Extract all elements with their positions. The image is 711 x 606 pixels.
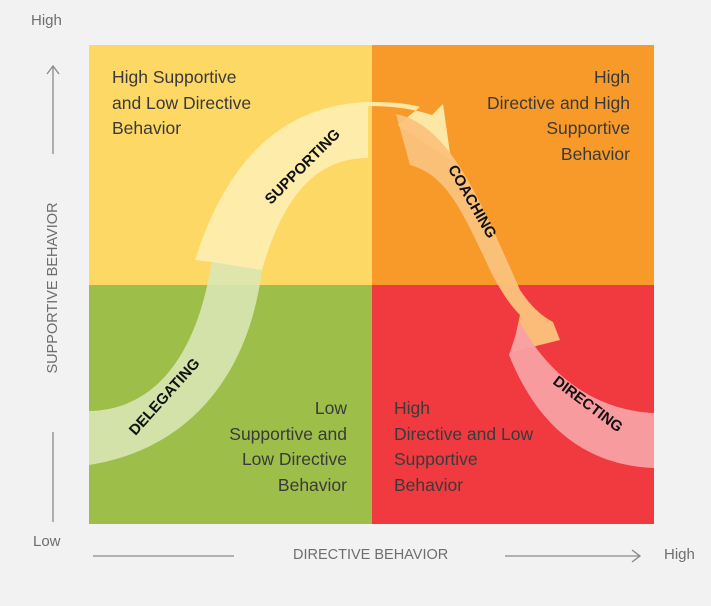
x-axis-high-label: High xyxy=(664,546,695,563)
y-axis-arrow-icon xyxy=(46,64,60,75)
supporting-arrow xyxy=(195,102,451,272)
delegating-band xyxy=(89,260,262,465)
x-axis-arrow-icon xyxy=(631,549,642,563)
y-axis-high-label: High xyxy=(31,12,62,29)
quadrant-text-bottom-right: High Directive and Low Supportive Behavi… xyxy=(394,398,534,495)
quadrant-text-top-right: High Directive and High Supportive Behav… xyxy=(487,67,630,164)
quadrant-text-top-left: High Supportive and Low Directive Behavi… xyxy=(112,67,252,138)
coaching-arrow xyxy=(396,114,560,352)
x-axis-label: DIRECTIVE BEHAVIOR xyxy=(293,547,449,563)
quadrant-text-bottom-left: Low Supportive and Low Directive Behavio… xyxy=(229,398,347,495)
y-axis-low-label: Low xyxy=(33,533,61,550)
directing-arrow xyxy=(509,322,654,468)
